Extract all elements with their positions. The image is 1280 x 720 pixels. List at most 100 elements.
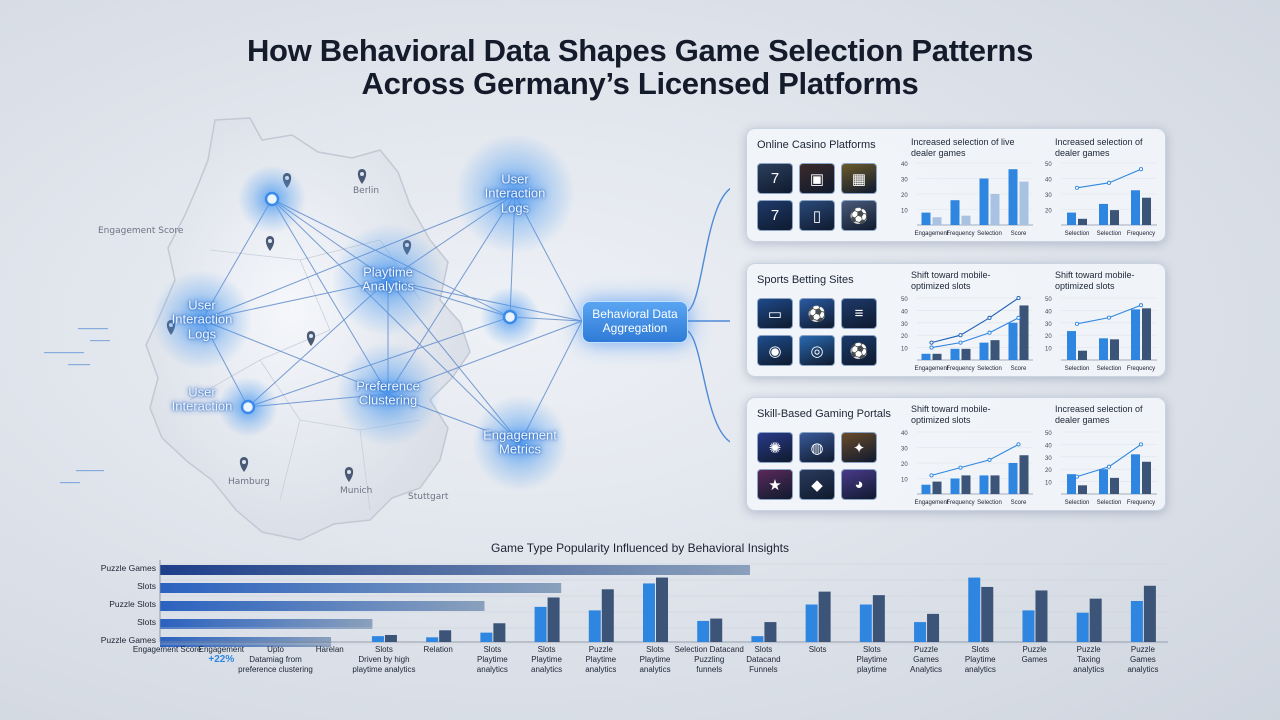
panel-skill-based-gaming: Skill-Based Gaming Portals ✺ ◍ ✦ ★ ◆ ◕ S… (746, 397, 1166, 511)
node-preference-clustering[interactable]: Preference Clustering (356, 378, 420, 408)
jackpot-icon[interactable]: ★ (757, 469, 793, 500)
trend-line (931, 317, 1019, 349)
chart1-title: Shift toward mobile- optimized slots (911, 404, 991, 425)
x-tick-label: Engagement (914, 500, 948, 506)
slot-machine-icon[interactable]: 7 (757, 163, 793, 194)
trend-point (1138, 303, 1144, 308)
column-label: Relation (423, 645, 452, 654)
column-bar (859, 604, 872, 642)
soccer-ball-icon[interactable]: ⚽ (841, 200, 877, 231)
x-tick-label: Selection (1097, 500, 1122, 506)
slot-777-icon[interactable]: 7 (757, 200, 793, 231)
column-bar (1022, 610, 1035, 642)
y-tick-label: 20 (1045, 209, 1052, 215)
node-playtime-analytics[interactable]: Playtime Analytics (361, 264, 415, 294)
column-label: Slots (483, 645, 501, 654)
bar (1067, 331, 1076, 360)
column-bar (547, 597, 560, 642)
node-user-interaction[interactable]: User Interaction (171, 384, 233, 414)
bar (950, 478, 960, 494)
stadium-icon[interactable]: ▭ (757, 298, 793, 329)
column-bar (710, 618, 723, 642)
node-engagement-metrics[interactable]: Engagement Metrics (483, 427, 557, 457)
x-tick-label: Engagement (914, 231, 948, 237)
soccer-ball-icon[interactable]: ⚽ (799, 298, 835, 329)
x-tick-label: Selection (977, 231, 1002, 237)
bar (1078, 218, 1087, 225)
column-bar (968, 577, 981, 642)
column-bar (1089, 598, 1102, 642)
column-label: analytics (639, 665, 670, 674)
arena-icon[interactable]: ◆ (799, 469, 835, 500)
column-bar (764, 622, 777, 642)
hub-connectors (687, 188, 730, 443)
column-label: Analytics (910, 665, 942, 674)
column-bar (872, 595, 885, 642)
column-label: Playtime (585, 655, 616, 664)
node-user-interaction-logs-left[interactable]: User Interaction Logs (171, 297, 233, 342)
glow-node (332, 224, 444, 336)
sports-app-icon[interactable]: ◎ (799, 335, 835, 366)
trend-point (987, 315, 992, 320)
phone-icon[interactable]: ▯ (799, 200, 835, 231)
column-bar (818, 591, 831, 642)
panel-sports-betting: Sports Betting Sites ▭ ⚽ ≡ ◉ ◎ ⚽ Shift t… (746, 263, 1166, 377)
behavioral-data-aggregation-hub[interactable]: Behavioral Data Aggregation (582, 301, 688, 343)
x-tick-label: Selection (1065, 231, 1090, 237)
bar (990, 475, 1000, 494)
x-tick-label: Score (1011, 500, 1027, 506)
bar (921, 484, 931, 494)
x-tick-label: Frequency (946, 500, 974, 506)
chart1-title: Increased selection of live dealer games (911, 137, 1015, 158)
trend-line (931, 443, 1019, 476)
panel-title: Skill-Based Gaming Portals (757, 408, 891, 420)
column-label: Slots (646, 645, 664, 654)
jackpot-icon[interactable]: ✦ (841, 432, 877, 463)
title-line-2: Across Germany’s Licensed Platforms (361, 66, 919, 102)
x-tick-label: Score (1011, 231, 1027, 237)
trend-point (929, 340, 934, 345)
column-label: analytics (965, 665, 996, 674)
x-tick-label: Selection (1097, 231, 1122, 237)
column-label: Funnels (749, 665, 777, 674)
bar (1131, 454, 1140, 494)
column-label: Puzzle (1022, 645, 1047, 654)
data-ticks (44, 328, 110, 484)
scoreboard-icon[interactable]: ≡ (841, 298, 877, 329)
y-tick-label: 20 (1045, 468, 1052, 474)
soccer-ball-icon[interactable]: ⚽ (841, 335, 877, 366)
stuttgart-label: Stuttgart (408, 492, 449, 502)
column-bar (1076, 612, 1089, 642)
trend-point (1074, 321, 1080, 326)
vortex-icon[interactable]: ✺ (757, 432, 793, 463)
x-tick-label: Selection (977, 366, 1002, 372)
column-bar (1035, 590, 1048, 642)
glow-node (336, 342, 440, 446)
globe-icon[interactable]: ◍ (799, 432, 835, 463)
panel-title: Sports Betting Sites (757, 274, 854, 286)
column-bar (927, 613, 940, 642)
bar (1067, 212, 1076, 225)
page-title: How Behavioral Data Shapes Game Selectio… (0, 34, 1280, 101)
hbar-label: Puzzle Slots (109, 599, 156, 609)
trend-point (1016, 315, 1021, 320)
node-user-interaction-logs[interactable]: User Interaction Logs (484, 171, 546, 216)
hbar (160, 601, 485, 611)
column-label: playtime (857, 665, 887, 674)
column-label: Engagement (199, 645, 245, 654)
arcade-cabinet-icon[interactable]: ▣ (799, 163, 835, 194)
slot-reels-icon[interactable]: ▦ (841, 163, 877, 194)
column-label: Puzzle (1131, 645, 1156, 654)
column-label: Games (1130, 655, 1156, 664)
x-tick-label: Engagement (914, 366, 948, 372)
sports-app-icon[interactable]: ◉ (757, 335, 793, 366)
y-tick-label: 20 (1045, 334, 1052, 340)
y-tick-label: 40 (1045, 309, 1052, 315)
trend-point (1138, 442, 1144, 447)
location-pin-icon (357, 169, 367, 184)
column-bar (601, 589, 614, 642)
hbar-label: Slots (137, 581, 156, 591)
orb-icon[interactable]: ◕ (841, 469, 877, 500)
hbar (160, 583, 562, 593)
